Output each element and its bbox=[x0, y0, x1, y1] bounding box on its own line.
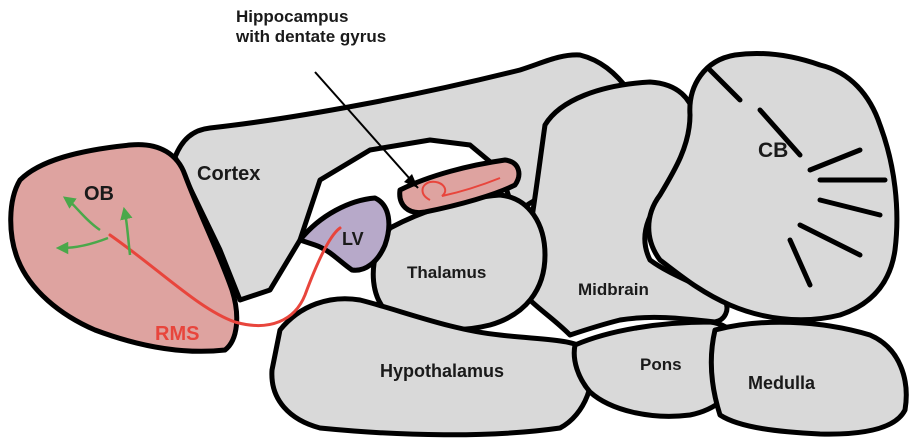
label-thalamus: Thalamus bbox=[407, 263, 486, 282]
label-pons: Pons bbox=[640, 355, 682, 374]
label-lv: LV bbox=[342, 229, 364, 249]
label-hippocampus-line2: with dentate gyrus bbox=[235, 27, 386, 46]
label-cortex: Cortex bbox=[197, 163, 260, 185]
cerebellum-region bbox=[649, 53, 897, 319]
label-cb: CB bbox=[758, 139, 788, 162]
label-hypothalamus: Hypothalamus bbox=[380, 361, 504, 381]
label-midbrain: Midbrain bbox=[578, 280, 649, 299]
label-hippocampus-line1: Hippocampus bbox=[236, 7, 348, 26]
label-rms: RMS bbox=[155, 323, 199, 345]
label-ob: OB bbox=[84, 183, 114, 205]
label-medulla: Medulla bbox=[748, 373, 816, 393]
